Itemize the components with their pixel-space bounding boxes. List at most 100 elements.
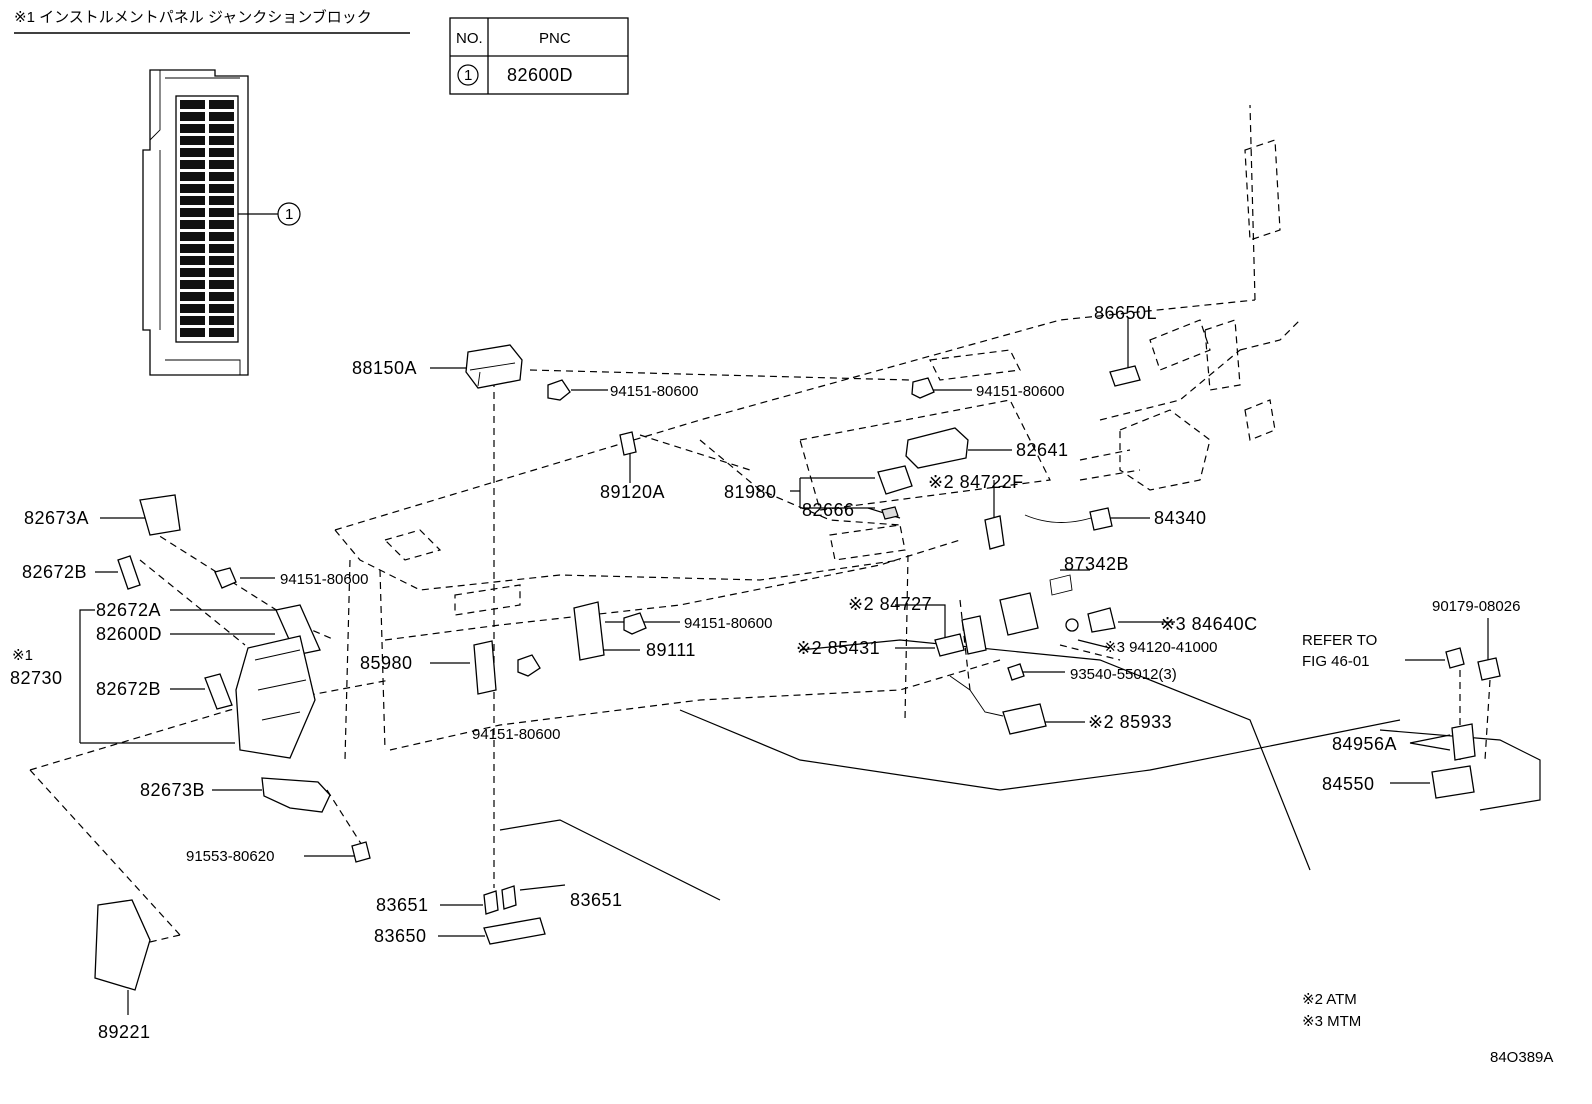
fuse-slot [209,268,234,277]
part-82673A [139,494,181,536]
part-84640C [1087,607,1116,633]
footnote-mtm: ※3 MTM [1302,1013,1361,1030]
fuse-slot [180,328,205,337]
bolt-90179 [1477,657,1501,681]
fuse-slot [180,136,205,145]
label-82673B: 82673B [140,780,205,800]
part-82641 [905,427,969,469]
label-82730-mark: ※1 [12,647,33,664]
part-82672B-a [117,555,141,590]
part-85933 [949,675,1047,735]
junction-block-detail: 1 [142,69,301,376]
fuse-slot [180,172,205,181]
fuse-slot [209,208,234,217]
footnote-atm: ※2 ATM [1302,991,1357,1008]
label-94151-b: 94151-80600 [976,383,1064,400]
fuse-slot [180,124,205,133]
label-83651-a: 83651 [376,895,429,915]
label-84727: ※2 84727 [848,594,932,614]
label-85431: ※2 85431 [796,638,880,658]
fuse-slot [209,232,234,241]
fuse-slot [209,184,234,193]
label-83650: 83650 [374,926,427,946]
part-84727 [961,615,987,655]
label-94151-d: 94151-80600 [472,726,560,743]
fuse-slot [180,160,205,169]
part-82673B [261,777,331,813]
fuse-slot [180,292,205,301]
part-85980 [473,640,497,695]
part-94120 [1065,618,1079,632]
fuse-slot [209,100,234,109]
fuse-slot [180,220,205,229]
label-85980: 85980 [360,653,413,673]
label-89221: 89221 [98,1022,151,1042]
instrument-panel [334,104,1541,901]
bolt-91553 [351,841,371,863]
label-82672B-b: 82672B [96,679,161,699]
part-81980 [877,465,913,495]
part-84722F [984,515,1005,550]
label-refer-1: REFER TO [1302,632,1377,649]
label-82730: 82730 [10,668,63,688]
fuse-slot [180,208,205,217]
label-85933: ※2 85933 [1088,712,1172,732]
screw-93540 [1007,663,1025,681]
label-82641: 82641 [1016,440,1069,460]
part-89120A [619,431,637,456]
label-88150A: 88150A [352,358,417,378]
label-87342B: 87342B [1064,554,1129,574]
bolt-94151-c [623,612,647,635]
pnc-table: NO. PNC 1 82600D [449,17,629,95]
fuse-slot [209,124,234,133]
fuse-slot [209,112,234,121]
fuse-slot [209,256,234,265]
fuse-slot [209,220,234,229]
fuse-slot [180,304,205,313]
label-94151-e: 94151-80600 [280,571,368,588]
label-82672A: 82672A [96,600,161,620]
fuse-grid [180,100,234,337]
bolt-94151-a [547,379,571,401]
leader-lines [29,318,1491,1015]
callout-circle [277,202,301,226]
part-89111 [573,601,605,661]
label-82673A: 82673A [24,508,89,528]
fuse-slot [180,112,205,121]
fuse-slot [209,328,234,337]
label-84640C: ※3 84640C [1160,614,1258,634]
bolt-94151-d [517,654,541,677]
bolt-refer [1445,647,1465,669]
label-94120: ※3 94120-41000 [1104,639,1218,656]
part-83650 [483,917,546,945]
fuse-slot [209,160,234,169]
label-90179: 90179-08026 [1432,598,1520,615]
pnc-row-no: 1 [464,67,472,84]
header-title: ※1 インストルメントパネル ジャンクションブロック [14,8,372,26]
fuse-slot [180,268,205,277]
label-93540: 93540-55012(3) [1070,666,1177,683]
fuse-slot [209,136,234,145]
label-91553: 91553-80620 [186,848,274,865]
label-84550: 84550 [1322,774,1375,794]
clip-83651-b [501,885,517,910]
label-94151-a: 94151-80600 [610,383,698,400]
pnc-row-pnc: 82600D [507,65,573,85]
label-94151-c: 94151-80600 [684,615,772,632]
label-82666: 82666 [802,500,855,520]
bolt-94151-b [911,377,935,399]
fuse-slot [209,196,234,205]
diagram-code: 84O389A [1490,1049,1553,1066]
fuse-slot [209,172,234,181]
part-85431 [934,633,965,657]
fuse-slot [180,148,205,157]
label-84722F: ※2 84722F [928,472,1024,492]
fuse-slot [209,304,234,313]
part-88150A [465,344,523,389]
part-87342B [999,574,1073,636]
clip-83651-a [483,890,499,915]
part-labels: 88150A 94151-80600 86650L 94151-80600 82… [10,303,1520,1042]
fuse-slot [180,184,205,193]
